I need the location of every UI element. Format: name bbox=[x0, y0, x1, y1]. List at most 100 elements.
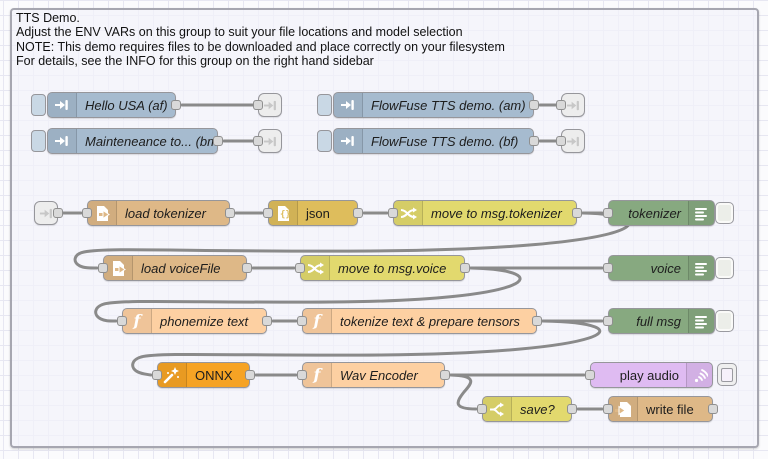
inject-button[interactable] bbox=[31, 130, 46, 152]
node-play-audio[interactable]: play audio bbox=[585, 362, 713, 388]
input-port[interactable] bbox=[603, 316, 613, 326]
output-port[interactable] bbox=[53, 208, 63, 218]
node-label: full msg bbox=[636, 313, 681, 329]
node-label: FlowFuse TTS demo. (am) bbox=[371, 97, 526, 113]
node-load-tokenizer[interactable]: load tokenizer bbox=[82, 200, 235, 226]
play-audio-button-inner bbox=[721, 367, 733, 382]
input-port[interactable] bbox=[388, 208, 398, 218]
node-debug-tokenizer[interactable]: tokenizer bbox=[603, 200, 715, 226]
input-port[interactable] bbox=[82, 208, 92, 218]
input-port[interactable] bbox=[477, 404, 487, 414]
node-inject-flowfuse-bf[interactable]: FlowFuse TTS demo. (bf) bbox=[333, 128, 539, 154]
node-inject-maintenance[interactable]: Mainteneance to... (bm) bbox=[47, 128, 223, 154]
json-braces-icon: {} bbox=[269, 201, 298, 225]
node-write-file[interactable]: write file bbox=[603, 396, 718, 422]
output-port[interactable] bbox=[242, 263, 252, 273]
node-link-out[interactable] bbox=[253, 93, 282, 117]
output-port[interactable] bbox=[440, 370, 450, 380]
input-port[interactable] bbox=[603, 404, 613, 414]
play-audio-button[interactable] bbox=[717, 363, 737, 386]
input-port[interactable] bbox=[295, 263, 305, 273]
node-label: phonemize text bbox=[160, 313, 249, 329]
node-tokenize-text[interactable]: f tokenize text & prepare tensors bbox=[297, 308, 542, 334]
node-link-out[interactable] bbox=[556, 93, 585, 117]
output-port[interactable] bbox=[245, 370, 255, 380]
input-port[interactable] bbox=[152, 370, 162, 380]
group-label-line: Adjust the ENV VARs on this group to sui… bbox=[16, 25, 463, 40]
input-port[interactable] bbox=[297, 316, 307, 326]
node-label: load tokenizer bbox=[125, 205, 206, 221]
function-icon: f bbox=[303, 309, 332, 333]
inject-button[interactable] bbox=[317, 130, 332, 152]
node-label: play audio bbox=[619, 367, 679, 383]
debug-toggle-button[interactable] bbox=[715, 310, 734, 332]
file-in-icon bbox=[88, 201, 117, 225]
input-port[interactable] bbox=[556, 100, 566, 110]
node-label: save? bbox=[520, 401, 555, 417]
inject-icon bbox=[48, 93, 77, 117]
input-port[interactable] bbox=[98, 263, 108, 273]
audio-waves-icon bbox=[686, 363, 712, 387]
output-port[interactable] bbox=[529, 136, 539, 146]
node-link-out[interactable] bbox=[556, 129, 585, 153]
input-port[interactable] bbox=[253, 136, 263, 146]
input-port[interactable] bbox=[297, 370, 307, 380]
node-inject-flowfuse-am[interactable]: FlowFuse TTS demo. (am) bbox=[333, 92, 539, 118]
magic-wand-icon bbox=[158, 363, 187, 387]
node-inject-hello-usa[interactable]: Hello USA (af) bbox=[47, 92, 181, 118]
output-port[interactable] bbox=[225, 208, 235, 218]
node-label: FlowFuse TTS demo. (bf) bbox=[371, 133, 519, 149]
node-debug-full-msg[interactable]: full msg bbox=[603, 308, 715, 334]
input-port[interactable] bbox=[603, 208, 613, 218]
output-port[interactable] bbox=[460, 263, 470, 273]
input-port[interactable] bbox=[253, 100, 263, 110]
output-port[interactable] bbox=[353, 208, 363, 218]
node-link-out[interactable] bbox=[253, 129, 282, 153]
group-label: TTS Demo. Adjust the ENV VARs on this gr… bbox=[16, 11, 505, 69]
node-label: json bbox=[306, 205, 330, 221]
debug-console-icon bbox=[688, 256, 714, 280]
node-move-to-msg-tokenizer[interactable]: move to msg.tokenizer bbox=[388, 200, 582, 226]
node-link-in[interactable] bbox=[34, 201, 63, 225]
node-debug-voice[interactable]: voice bbox=[603, 255, 715, 281]
inject-button[interactable] bbox=[317, 94, 332, 116]
output-port[interactable] bbox=[213, 136, 223, 146]
input-port[interactable] bbox=[117, 316, 127, 326]
input-port[interactable] bbox=[556, 136, 566, 146]
output-port[interactable] bbox=[567, 404, 577, 414]
group-label-line: For details, see the INFO for this group… bbox=[16, 54, 374, 69]
debug-toggle-button[interactable] bbox=[715, 202, 734, 224]
input-port[interactable] bbox=[263, 208, 273, 218]
inject-button[interactable] bbox=[31, 94, 46, 116]
debug-toggle-button[interactable] bbox=[715, 257, 734, 279]
node-json[interactable]: {} json bbox=[263, 200, 363, 226]
node-move-to-msg-voice[interactable]: move to msg.voice bbox=[295, 255, 470, 281]
debug-console-icon bbox=[688, 309, 714, 333]
node-switch-save[interactable]: save? bbox=[477, 396, 577, 422]
output-port[interactable] bbox=[532, 316, 542, 326]
node-phonemize-text[interactable]: f phonemize text bbox=[117, 308, 272, 334]
inject-icon bbox=[48, 129, 77, 153]
node-label: ONNX bbox=[195, 367, 233, 383]
node-label: Wav Encoder bbox=[340, 367, 418, 383]
node-label: tokenizer bbox=[628, 205, 681, 221]
node-label: move to msg.voice bbox=[338, 260, 447, 276]
file-in-icon bbox=[104, 256, 133, 280]
inject-icon bbox=[334, 129, 363, 153]
input-port[interactable] bbox=[585, 370, 595, 380]
node-load-voicefile[interactable]: load voiceFile bbox=[98, 255, 252, 281]
output-port[interactable] bbox=[572, 208, 582, 218]
node-onnx[interactable]: ONNX bbox=[152, 362, 255, 388]
output-port[interactable] bbox=[708, 404, 718, 414]
shuffle-icon bbox=[301, 256, 330, 280]
node-label: move to msg.tokenizer bbox=[431, 205, 562, 221]
output-port[interactable] bbox=[171, 100, 181, 110]
output-port[interactable] bbox=[262, 316, 272, 326]
node-wav-encoder[interactable]: f Wav Encoder bbox=[297, 362, 450, 388]
input-port[interactable] bbox=[603, 263, 613, 273]
group-label-line: TTS Demo. bbox=[16, 11, 80, 25]
function-icon: f bbox=[123, 309, 152, 333]
output-port[interactable] bbox=[529, 100, 539, 110]
shuffle-icon bbox=[394, 201, 423, 225]
